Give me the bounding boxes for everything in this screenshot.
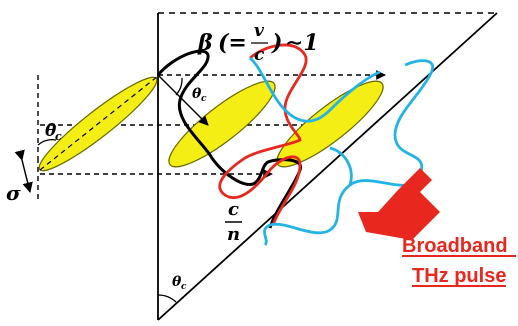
wave-red (218, 43, 308, 226)
theta-arc-left (37, 139, 57, 146)
beta-approx-one: ∼1 (285, 30, 319, 56)
theta-label-small: θ (192, 86, 202, 102)
wave-cyan-lower (329, 146, 353, 186)
frame-diagonal (157, 12, 498, 321)
c-over-n-denominator: n (227, 224, 240, 245)
theta-arc-bottom (157, 294, 177, 303)
output-label-line1: Broadband (402, 235, 508, 257)
sigma-label: σ (6, 181, 21, 205)
beta-eq-open: (= (218, 30, 247, 56)
output-label-line2: THz pulse (412, 265, 506, 287)
beta-label: β (197, 30, 213, 56)
theta-label-bottom: θ (172, 274, 182, 290)
theta-label-bottom-sub: c (181, 282, 187, 292)
wave-cyan-upper (249, 56, 381, 123)
theta-arc-small (175, 77, 183, 96)
velocity-arrow (157, 74, 209, 126)
beta-c: c (254, 45, 265, 65)
beta-v: v (254, 21, 265, 41)
electron-bunch-right (276, 80, 384, 168)
theta-label-left: θ (45, 121, 57, 141)
wave-cyan (263, 59, 434, 246)
output-arrow (358, 168, 440, 240)
beta-eq-close: ) (271, 30, 282, 56)
sigma-bracket (14, 149, 33, 194)
electron-bunch-middle (168, 80, 276, 168)
theta-label-small-sub: c (201, 94, 207, 104)
c-over-n-numerator: c (228, 199, 239, 220)
theta-label-left-sub: c (55, 130, 62, 143)
bunch-left-axis (39, 75, 159, 171)
